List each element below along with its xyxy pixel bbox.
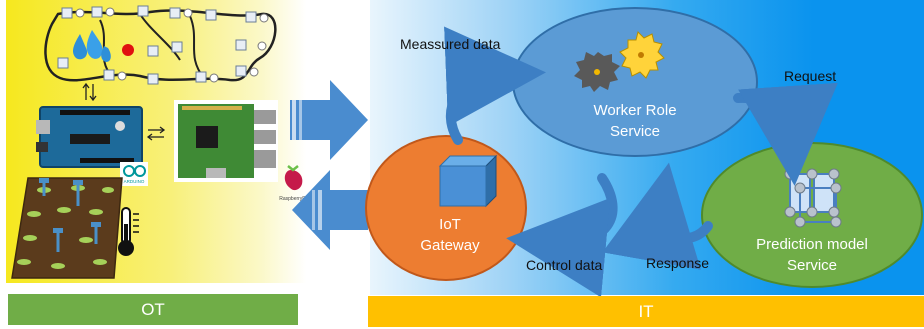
network-link-arrows (82, 82, 166, 141)
request-arrow (733, 82, 838, 186)
request-label: Request (784, 68, 837, 84)
raspberry-pi-logo-icon (284, 165, 303, 191)
iot-device-icon (438, 154, 498, 208)
it-label: IT (638, 301, 654, 321)
arduino-logo-icon (120, 162, 148, 186)
it-section-bar: IT (368, 296, 924, 327)
worker-role-line1: Worker Role (593, 102, 677, 119)
water-network-icon (44, 5, 277, 85)
iot-gateway-ellipse (365, 135, 527, 281)
thermometer-icon (118, 207, 139, 256)
gear-yellow-icon (619, 31, 665, 79)
control-data-arrow (506, 173, 618, 298)
measured-data-label: Meassured data (400, 36, 501, 52)
response-label: Response (646, 255, 710, 271)
prediction-line2: Service (786, 257, 838, 274)
worker-role-line2: Service (609, 123, 661, 140)
response-arrow (602, 162, 713, 270)
field-sensor-icon (11, 177, 123, 279)
uplink-block-arrow (290, 80, 368, 160)
arduino-board-icon (36, 106, 143, 168)
raspberry-caption: RaspberryPi (279, 196, 307, 202)
arduino-caption: ARDUINO (124, 179, 145, 184)
ot-label: OT (141, 299, 165, 319)
worker-role-label: Worker Role Service (555, 98, 715, 144)
gear-dark-icon (574, 52, 620, 92)
flow-arrows (444, 26, 838, 298)
measured-data-arrow (444, 26, 546, 145)
prediction-label: Prediction model Service (722, 232, 902, 278)
downlink-block-arrow (292, 170, 368, 250)
raspberry-pi-board-icon (174, 100, 278, 182)
iot-gateway-line2: Gateway (420, 237, 480, 254)
prediction-line1: Prediction model (756, 236, 868, 253)
iot-gateway-label: IoT Gateway (400, 212, 500, 258)
ot-section-bar: OT (8, 294, 298, 325)
iot-gateway-line1: IoT (439, 216, 461, 233)
control-data-label: Control data (526, 257, 603, 273)
